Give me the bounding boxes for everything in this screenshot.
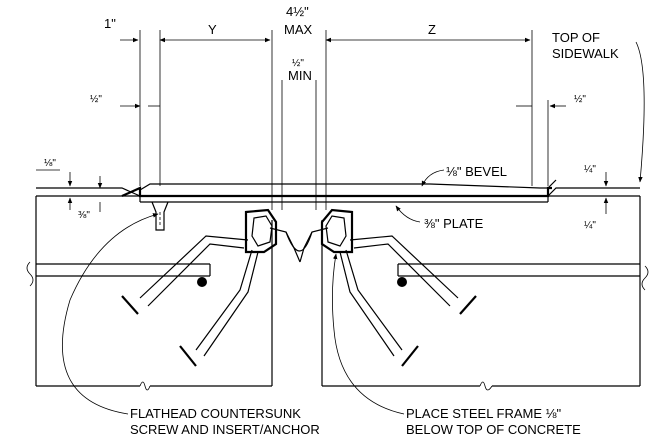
label-top-of-1: TOP OF	[552, 30, 600, 45]
dim-half-right: ½"	[574, 94, 586, 105]
dim-three-eighths-left: ⅜"	[78, 210, 90, 221]
dim-y: Y	[208, 22, 217, 37]
rebar-right	[397, 277, 407, 287]
steel-frame-left	[244, 208, 301, 263]
compression-seal	[285, 231, 313, 252]
label-frame-1: PLACE STEEL FRAME ⅛"	[406, 406, 562, 421]
label-screw-2: SCREW AND INSERT/ANCHOR	[130, 422, 320, 437]
dim-max-value: 4½"	[286, 4, 309, 19]
label-bevel: ⅛" BEVEL	[446, 164, 507, 179]
dim-one-inch: 1"	[104, 16, 116, 31]
dim-quarter-right-top: ¼"	[584, 163, 596, 175]
leader-sidewalk	[635, 41, 645, 183]
rebar-left	[197, 277, 207, 287]
leader-bevel	[421, 169, 445, 187]
top-dimensions	[36, 30, 609, 214]
right-slab	[321, 195, 649, 391]
dim-min-value: ½"	[292, 58, 304, 69]
dim-max: MAX	[284, 22, 313, 37]
anchors-left	[121, 235, 259, 367]
leader-frame	[332, 253, 405, 415]
leader-plate	[395, 205, 421, 223]
dim-quarter-right-bottom: ¼"	[584, 219, 596, 231]
label-sidewalk: SIDEWALK	[552, 46, 619, 61]
dim-min: MIN	[288, 68, 312, 83]
dim-eighth-left: ⅛"	[44, 158, 56, 169]
dim-half-left: ½"	[90, 94, 102, 105]
label-screw-1: FLATHEAD COUNTERSUNK	[130, 406, 301, 421]
anchors-right	[339, 235, 477, 367]
leader-screw	[62, 213, 159, 415]
label-frame-2: BELOW TOP OF CONCRETE	[406, 422, 581, 437]
countersunk-screw	[151, 201, 169, 231]
label-plate: ⅜" PLATE	[424, 216, 484, 231]
steel-frame-right	[299, 208, 354, 263]
cover-plate	[36, 179, 640, 203]
dim-z: Z	[428, 22, 436, 37]
